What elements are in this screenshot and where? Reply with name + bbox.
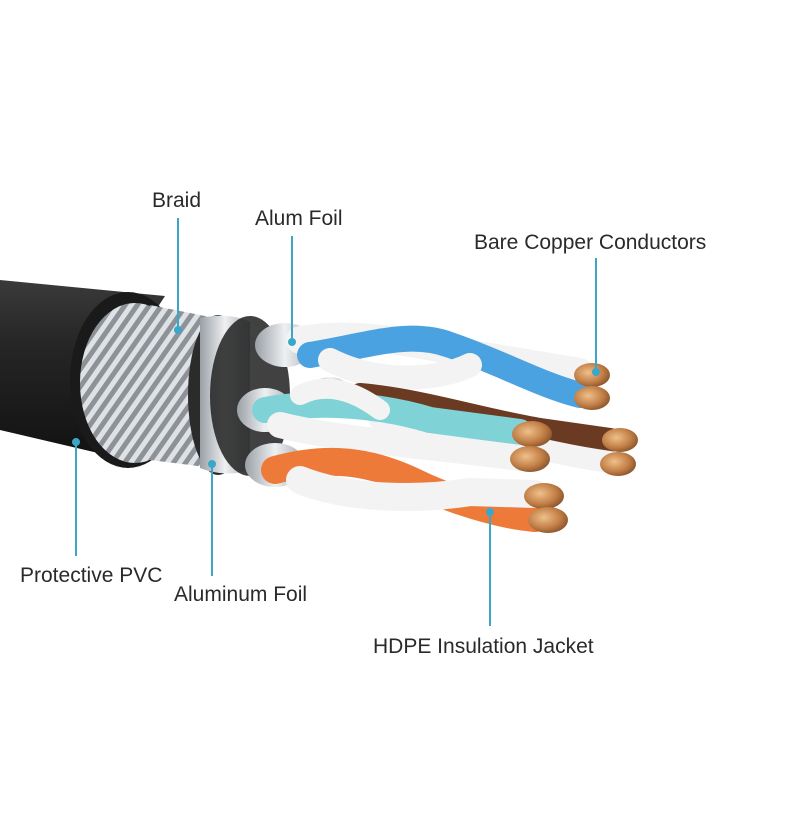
label-protective-pvc: Protective PVC bbox=[20, 564, 163, 587]
label-braid: Braid bbox=[152, 189, 202, 212]
blue-white-pair bbox=[286, 322, 594, 408]
cyan-white-pair bbox=[252, 378, 533, 471]
label-alum-foil: Alum Foil bbox=[255, 207, 343, 230]
orange-white-pair bbox=[261, 447, 549, 532]
copper-conductor-ends bbox=[510, 363, 638, 533]
leader-lines bbox=[72, 218, 600, 626]
label-aluminum-foil: Aluminum Foil bbox=[174, 583, 308, 606]
label-bare-copper: Bare Copper Conductors bbox=[474, 231, 707, 254]
label-hdpe-insulation: HDPE Insulation Jacket bbox=[373, 635, 594, 658]
